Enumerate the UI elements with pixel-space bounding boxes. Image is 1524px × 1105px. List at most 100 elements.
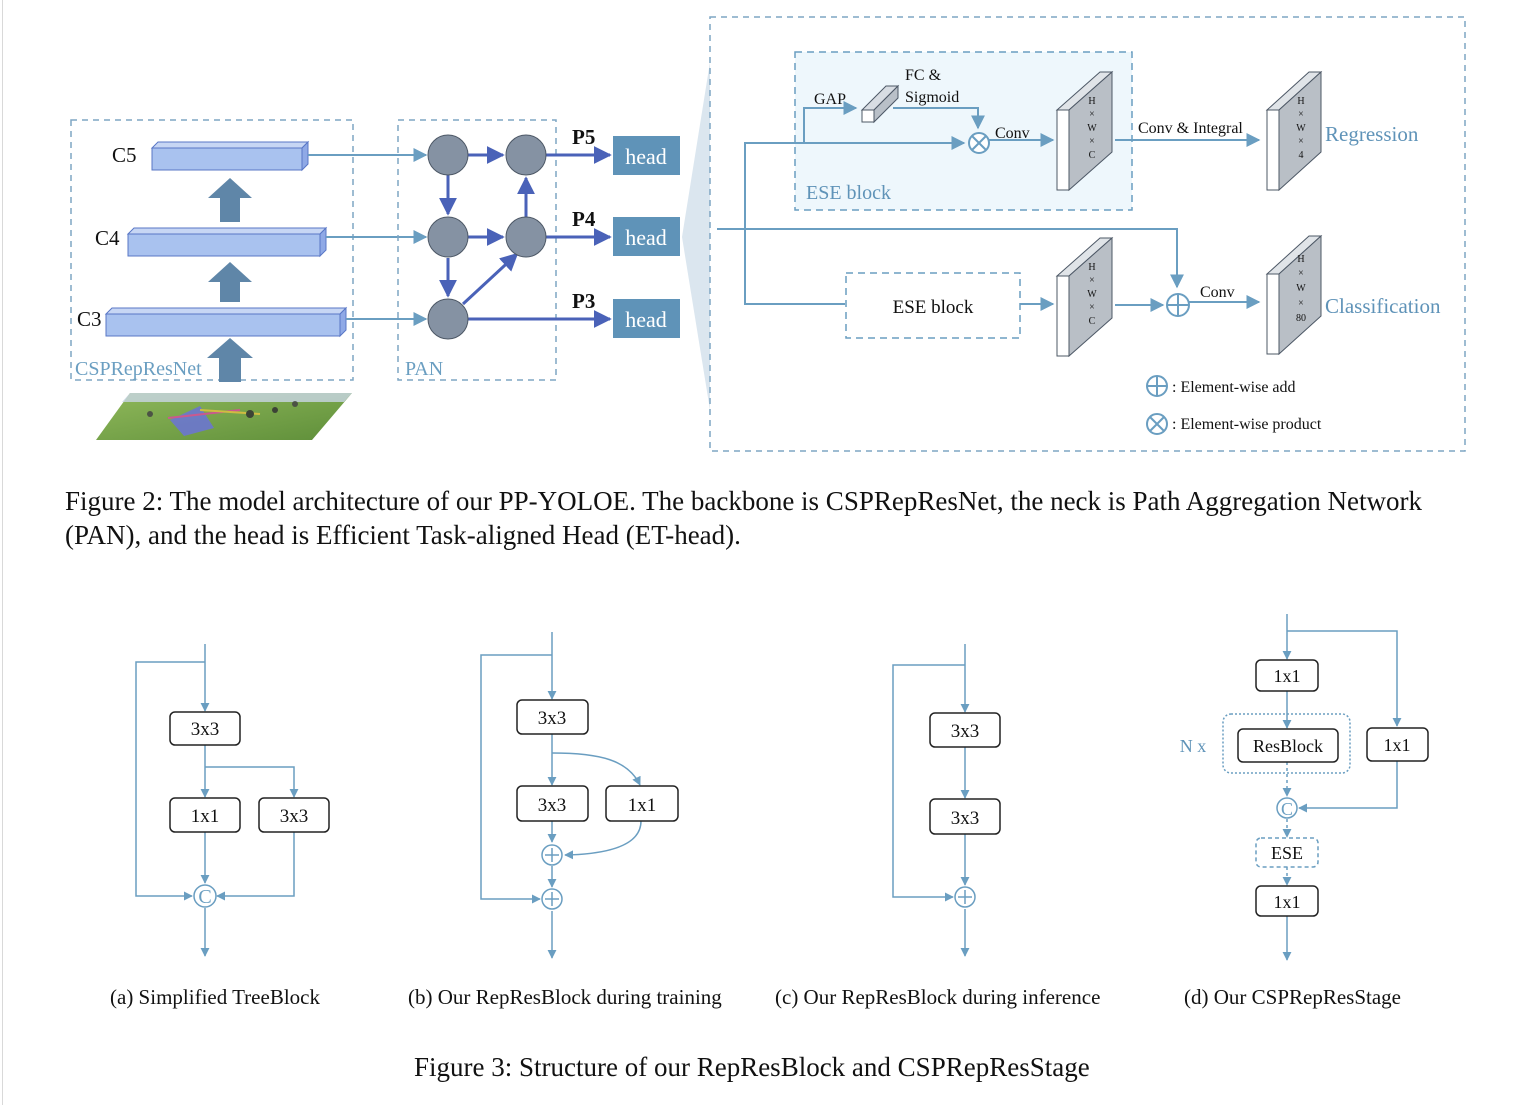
output-label-p4: P4 (572, 207, 596, 231)
panel-a-concat: C (198, 886, 211, 908)
ese-block-top-label: ESE block (806, 182, 891, 204)
panel-d-nx-label: N x (1180, 736, 1207, 756)
svg-text:W: W (1296, 283, 1306, 294)
panel-a-box3-label: 3x3 (280, 806, 309, 827)
main-feature-line (717, 228, 1184, 289)
panel-a-caption: (a) Simplified TreeBlock (110, 985, 320, 1009)
conv-integral-label: Conv & Integral (1138, 120, 1243, 137)
gap-label: GAP (814, 91, 846, 108)
svg-text:×: × (1089, 136, 1095, 147)
svg-text:H: H (1297, 254, 1304, 265)
input-image (96, 393, 352, 440)
panel-b-box3-label: 1x1 (628, 795, 657, 816)
level-label-c4: C4 (95, 226, 120, 250)
backbone-up-arrows (207, 178, 253, 382)
feature-map-mid-dims: H × W × C (1087, 262, 1097, 327)
level-label-c3: C3 (77, 307, 102, 331)
output-label-p3: P3 (572, 289, 595, 313)
panel-d-box-side (1366, 727, 1429, 762)
legend-product-icon (1146, 413, 1168, 435)
panel-d-box-top (1255, 659, 1319, 692)
svg-text:W: W (1296, 123, 1306, 134)
panel-d-ese (1255, 837, 1319, 868)
conv-label-top: Conv (995, 125, 1030, 142)
fc-cuboid (860, 84, 900, 124)
ese-block-bottom-label: ESE block (893, 297, 974, 318)
panel-b-box2 (516, 785, 589, 822)
product-symbol (968, 132, 990, 154)
output-label-p5: P5 (572, 125, 595, 149)
legend-add-icon (1146, 375, 1168, 397)
svg-text:4: 4 (1299, 150, 1304, 161)
head-box-p4 (613, 217, 680, 256)
panel-b-box1 (516, 699, 589, 735)
backbone-label: CSPRepResNet (75, 358, 202, 380)
pan-connections (439, 146, 612, 328)
sigmoid-arrow (893, 107, 985, 130)
feature-map-top-dims: H × W × C (1087, 96, 1097, 161)
svg-text:C: C (1089, 316, 1096, 327)
feature-map-top (1055, 70, 1114, 192)
figure2-caption: Figure 2: The model architecture of our … (65, 486, 1422, 550)
panel-c-caption: (c) Our RepResBlock during inference (775, 985, 1101, 1009)
panel-d (1276, 614, 1402, 961)
panel-b-caption: (b) Our RepResBlock during training (408, 985, 722, 1009)
feature-map-classification (1265, 234, 1323, 356)
panel-b (480, 632, 642, 959)
panel-a-box1 (169, 711, 241, 746)
backbone-box (70, 119, 354, 381)
backbone-block-c4 (126, 226, 328, 258)
panel-a-box1-label: 3x3 (191, 719, 220, 740)
classification-label: Classification (1325, 294, 1441, 318)
svg-text:×: × (1089, 302, 1095, 313)
ese-block-bottom (845, 272, 1021, 339)
panel-a-box2-label: 1x1 (191, 806, 220, 827)
branch-to-product (744, 136, 966, 229)
legend-product-text: : Element-wise product (1172, 416, 1322, 433)
panel-b-box3 (605, 785, 679, 822)
svg-text:×: × (1298, 298, 1304, 309)
pan-box (397, 119, 557, 381)
feature-map-classification-dims: H × W × 80 (1296, 254, 1306, 324)
svg-text:×: × (1089, 109, 1095, 120)
head-box-p3 (613, 299, 680, 338)
level-label-c5: C5 (112, 143, 137, 167)
panel-d-ese-label: ESE (1271, 843, 1303, 863)
figure2-diagram: CSPRepResNet C5 C4 C3 (70, 16, 1466, 452)
panel-d-resblock-label: ResBlock (1253, 736, 1323, 756)
panel-d-repeat-group (1222, 713, 1351, 774)
svg-text:×: × (1089, 275, 1095, 286)
panel-a (135, 644, 299, 957)
svg-text:H: H (1088, 96, 1095, 107)
head-label-p4: head (625, 225, 667, 250)
zoom-projection (682, 62, 710, 410)
svg-text:H: H (1297, 96, 1304, 107)
fc-label-1: FC & (905, 67, 942, 84)
svg-text:×: × (1298, 268, 1304, 279)
svg-text:×: × (1298, 109, 1304, 120)
panel-c-box1-label: 3x3 (951, 721, 980, 742)
feature-map-regression (1265, 70, 1323, 192)
panel-d-box-side-label: 1x1 (1384, 735, 1411, 755)
panel-d-box-top-label: 1x1 (1274, 666, 1301, 686)
et-head-box (709, 16, 1466, 452)
figure3-diagram: C 3x3 1x1 3x3 3x3 3x3 1x1 (135, 614, 1429, 961)
feature-map-regression-dims: H × W × 4 (1296, 96, 1306, 161)
svg-text:W: W (1087, 289, 1097, 300)
panel-d-box-bottom-label: 1x1 (1274, 892, 1301, 912)
panel-c (892, 644, 976, 957)
panel-a-box2 (169, 797, 241, 833)
panel-d-box-bottom (1255, 885, 1319, 917)
panel-d-caption: (d) Our CSPRepResStage (1184, 985, 1401, 1009)
pan-label: PAN (405, 358, 443, 380)
panel-c-box1 (929, 712, 1001, 748)
add-symbol (1166, 293, 1190, 317)
branch-to-ese-bottom (744, 229, 845, 305)
panel-d-concat: C (1281, 799, 1293, 819)
svg-text:H: H (1088, 262, 1095, 273)
panel-b-box1-label: 3x3 (538, 708, 567, 729)
backbone-block-c5 (150, 140, 310, 172)
fc-label-2: Sigmoid (905, 89, 959, 106)
page-edge-rule (2, 0, 3, 1105)
